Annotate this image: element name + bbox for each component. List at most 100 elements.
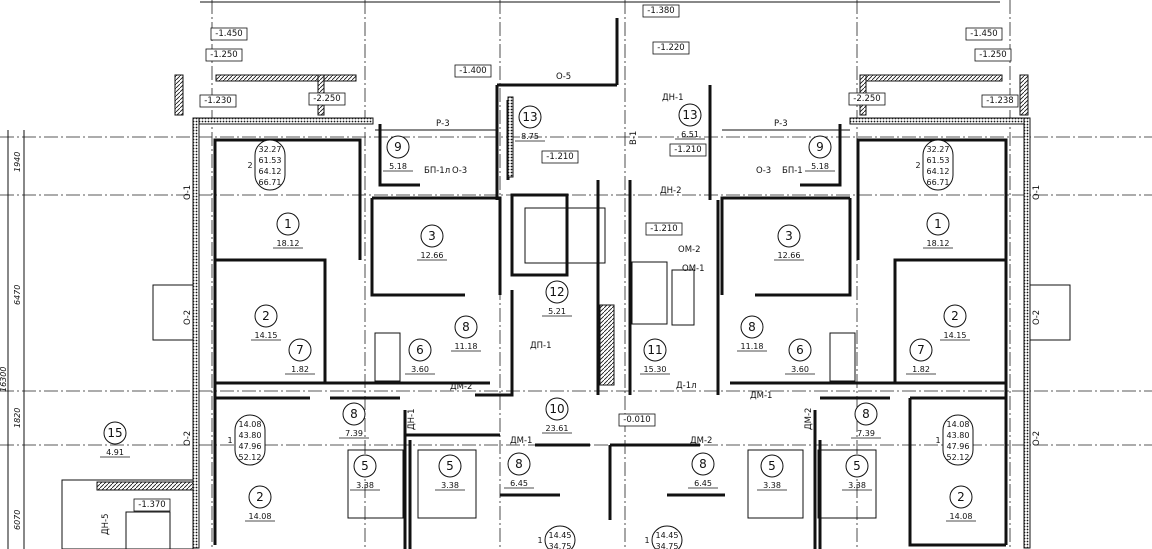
room-area: 7.39 bbox=[345, 429, 363, 438]
room-label: 312.66 bbox=[417, 224, 447, 261]
level-value: -1.450 bbox=[215, 29, 242, 39]
level-value: -1.210 bbox=[546, 152, 573, 162]
room-number-circle bbox=[678, 103, 702, 127]
room-number: 8 bbox=[748, 320, 756, 334]
room-number-circle bbox=[507, 452, 531, 476]
element-mark: О-2 bbox=[1032, 431, 1042, 446]
room-number: 6 bbox=[416, 343, 424, 357]
room-number: 8 bbox=[350, 407, 358, 421]
room-number: 5 bbox=[853, 459, 861, 473]
element-mark: О-1 bbox=[1032, 185, 1042, 200]
room-label: 86.45 bbox=[504, 452, 534, 489]
room-number-circle bbox=[248, 485, 272, 509]
room-label: 214.08 bbox=[245, 485, 275, 522]
dimension-value: 1820 bbox=[13, 408, 22, 428]
room-number: 10 bbox=[549, 402, 564, 416]
room-number: 8 bbox=[515, 457, 523, 471]
room-area: 7.39 bbox=[857, 429, 875, 438]
level-mark: -1.210 bbox=[645, 222, 683, 236]
level-value: -1.380 bbox=[647, 6, 674, 16]
room-number: 6 bbox=[796, 343, 804, 357]
room-number: 1 bbox=[284, 217, 292, 231]
room-area: 14.08 bbox=[950, 512, 973, 521]
dimension-value: 6470 bbox=[13, 285, 22, 305]
room-label: 154.91 bbox=[100, 421, 130, 458]
room-number: 8 bbox=[699, 457, 707, 471]
room-area: 3.38 bbox=[356, 481, 374, 490]
apartment-area-value: 34.75 bbox=[656, 542, 679, 549]
room-label: 53.38 bbox=[842, 454, 872, 491]
apartment-room-count: 2 bbox=[915, 161, 920, 170]
apartment-room-count: 1 bbox=[935, 436, 940, 445]
room-label: 71.82 bbox=[285, 338, 315, 375]
room-number-circle bbox=[545, 397, 569, 421]
room-area: 3.60 bbox=[791, 365, 809, 374]
room-number: 8 bbox=[862, 407, 870, 421]
room-number: 7 bbox=[917, 343, 925, 357]
room-label: 71.82 bbox=[906, 338, 936, 375]
element-mark: ДМ-2 bbox=[690, 436, 712, 446]
element-mark: О-2 bbox=[183, 310, 193, 325]
dimension-lines bbox=[7, 1, 1000, 549]
room-area: 6.45 bbox=[694, 479, 712, 488]
apartment-room-count: 1 bbox=[227, 436, 232, 445]
room-label: 63.60 bbox=[405, 338, 435, 375]
apartment-area-value: 66.71 bbox=[927, 178, 950, 187]
element-mark: Р-3 bbox=[774, 119, 788, 129]
level-value: -1.210 bbox=[674, 145, 701, 155]
level-value: -0.010 bbox=[623, 415, 650, 425]
element-mark: ДМ-1 bbox=[510, 436, 532, 446]
apartment-area-value: 52.12 bbox=[239, 453, 262, 462]
room-area: 12.66 bbox=[778, 251, 801, 260]
apartment-area-value: 14.08 bbox=[239, 420, 262, 429]
room-number-circle bbox=[420, 224, 444, 248]
apartment-area-value: 64.12 bbox=[259, 167, 282, 176]
element-mark: ДМ-2 bbox=[804, 408, 814, 430]
room-label: 53.38 bbox=[350, 454, 380, 491]
element-mark: ДН-5 bbox=[101, 513, 111, 535]
walls bbox=[61, 18, 1071, 549]
level-value: -1.210 bbox=[650, 224, 677, 234]
room-number-circle bbox=[454, 315, 478, 339]
room-number-circle bbox=[518, 105, 542, 129]
element-mark: Р-3 bbox=[436, 119, 450, 129]
level-mark: -1.250 bbox=[205, 48, 243, 62]
room-number-circle bbox=[909, 338, 933, 362]
element-mark: ДП-1 bbox=[530, 341, 552, 351]
room-label: 63.60 bbox=[785, 338, 815, 375]
room-number: 2 bbox=[262, 309, 270, 323]
room-label: 312.66 bbox=[774, 224, 804, 261]
room-label: 214.08 bbox=[946, 485, 976, 522]
room-number-circle bbox=[103, 421, 127, 445]
room-label: 53.38 bbox=[757, 454, 787, 491]
room-label: 118.12 bbox=[273, 212, 303, 249]
level-value: -1.220 bbox=[657, 43, 684, 53]
room-number-circle bbox=[342, 402, 366, 426]
room-number: 2 bbox=[256, 490, 264, 504]
room-label: 811.18 bbox=[451, 315, 481, 352]
apartment-area-value: 32.27 bbox=[927, 145, 950, 154]
apartment-area-value: 32.27 bbox=[259, 145, 282, 154]
level-mark: -1.250 bbox=[974, 48, 1012, 62]
room-number-circle bbox=[845, 454, 869, 478]
room-number: 2 bbox=[957, 490, 965, 504]
element-mark: ДН-1 bbox=[407, 408, 417, 430]
element-mark: ДМ-2 bbox=[450, 382, 472, 392]
room-area: 3.38 bbox=[848, 481, 866, 490]
room-number-circle bbox=[854, 402, 878, 426]
element-mark: В-1 bbox=[629, 131, 639, 145]
element-mark: О-2 bbox=[1032, 310, 1042, 325]
level-mark: -1.230 bbox=[199, 94, 237, 108]
apartment-area-value: 64.12 bbox=[927, 167, 950, 176]
room-number-circle bbox=[808, 135, 832, 159]
room-label: 214.15 bbox=[251, 304, 281, 341]
room-number: 12 bbox=[549, 285, 564, 299]
room-area: 14.08 bbox=[249, 512, 272, 521]
room-number: 11 bbox=[647, 343, 662, 357]
level-mark: -1.380 bbox=[642, 4, 680, 18]
level-value: -1.250 bbox=[979, 50, 1006, 60]
room-number: 8 bbox=[462, 320, 470, 334]
